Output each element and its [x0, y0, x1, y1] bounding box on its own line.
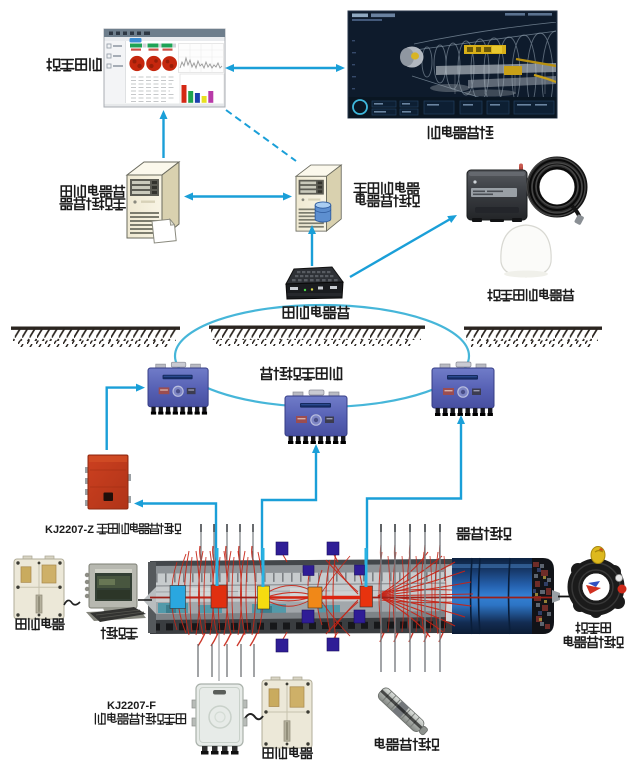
- svg-text:KJ2207-F: KJ2207-F: [107, 700, 156, 712]
- svg-text:KJ2207-Z: KJ2207-Z: [45, 524, 94, 536]
